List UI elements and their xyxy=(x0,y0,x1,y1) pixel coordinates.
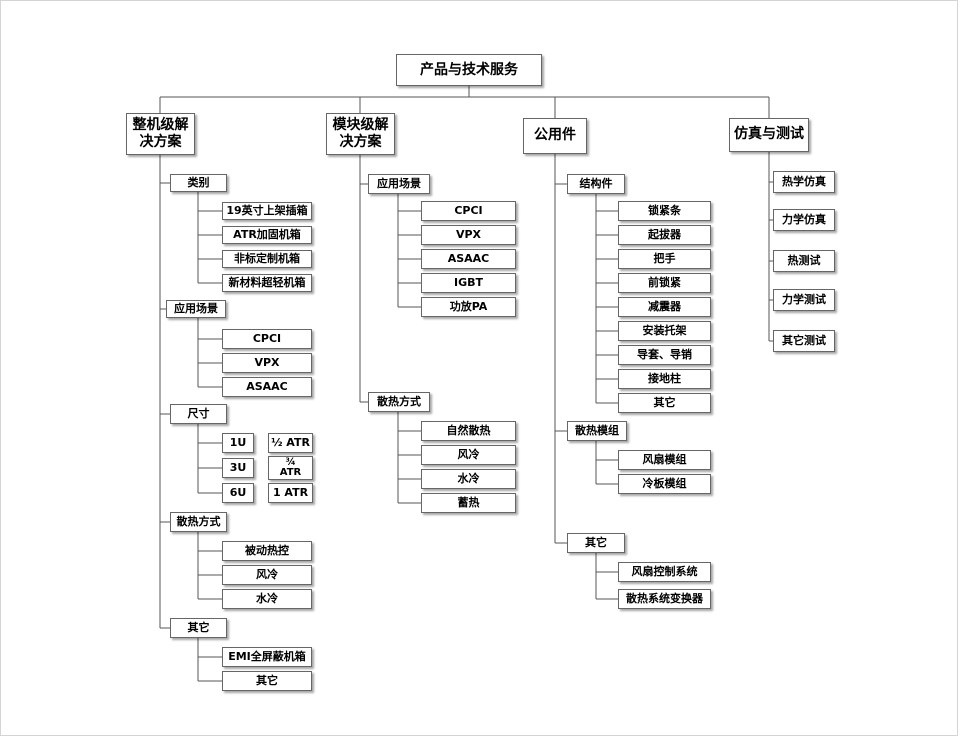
c4-item: 热学仿真 xyxy=(773,171,835,193)
c4-item: 力学仿真 xyxy=(773,209,835,231)
c3-cool-item: 风扇模组 xyxy=(618,450,711,470)
c2-app-item: IGBT xyxy=(421,273,516,293)
c1-size-header: 尺寸 xyxy=(170,404,227,424)
c2-app-item: ASAAC xyxy=(421,249,516,269)
c1-cat-item: 19英寸上架插箱 xyxy=(222,202,312,220)
c1-app-header: 应用场景 xyxy=(166,300,226,318)
c1-app-item: VPX xyxy=(222,353,312,373)
c3-struct-item: 减震器 xyxy=(618,297,711,317)
c3-other-item: 散热系统变换器 xyxy=(618,589,711,609)
c3-struct-item: 把手 xyxy=(618,249,711,269)
c1-size-u-item: 3U xyxy=(222,458,254,478)
c2-app-item: VPX xyxy=(421,225,516,245)
c1-cool-item: 水冷 xyxy=(222,589,312,609)
c3-struct-item: 其它 xyxy=(618,393,711,413)
c2-cool-item: 自然散热 xyxy=(421,421,516,441)
c2-app-item: CPCI xyxy=(421,201,516,221)
c4-item: 其它测试 xyxy=(773,330,835,352)
col3-title: 公用件 xyxy=(523,118,587,154)
c2-cool-item: 风冷 xyxy=(421,445,516,465)
c1-other-item: EMI全屏蔽机箱 xyxy=(222,647,312,667)
c3-cool-item: 冷板模组 xyxy=(618,474,711,494)
c4-item: 力学测试 xyxy=(773,289,835,311)
c1-app-item: CPCI xyxy=(222,329,312,349)
col1-title: 整机级解 决方案 xyxy=(126,113,195,155)
c3-struct-item: 安装托架 xyxy=(618,321,711,341)
c1-cool-item: 被动热控 xyxy=(222,541,312,561)
c2-cool-item: 水冷 xyxy=(421,469,516,489)
c1-size-u-item: 1U xyxy=(222,433,254,453)
c1-cat-header: 类别 xyxy=(170,174,227,192)
c1-size-atr-item: ½ ATR xyxy=(268,433,313,453)
c3-other-item: 风扇控制系统 xyxy=(618,562,711,582)
root-node: 产品与技术服务 xyxy=(396,54,542,86)
c1-cat-item: ATR加固机箱 xyxy=(222,226,312,244)
c1-size-u-item: 6U xyxy=(222,483,254,503)
c2-cool-header: 散热方式 xyxy=(368,392,430,412)
c4-item: 热测试 xyxy=(773,250,835,272)
c3-struct-item: 导套、导销 xyxy=(618,345,711,365)
c1-app-item: ASAAC xyxy=(222,377,312,397)
c3-struct-item: 前锁紧 xyxy=(618,273,711,293)
c3-struct-item: 锁紧条 xyxy=(618,201,711,221)
c3-other-header: 其它 xyxy=(567,533,625,553)
c3-struct-item: 接地柱 xyxy=(618,369,711,389)
c3-struct-item: 起拔器 xyxy=(618,225,711,245)
c1-size-atr-item: ¾ ATR xyxy=(268,456,313,480)
c1-cat-item: 新材料超轻机箱 xyxy=(222,274,312,292)
c1-cat-item: 非标定制机箱 xyxy=(222,250,312,268)
c1-size-atr-item: 1 ATR xyxy=(268,483,313,503)
c3-cool-header: 散热模组 xyxy=(567,421,627,441)
c3-struct-header: 结构件 xyxy=(567,174,625,194)
col2-title: 模块级解 决方案 xyxy=(326,113,395,155)
col4-title: 仿真与测试 xyxy=(729,118,809,152)
c1-other-header: 其它 xyxy=(170,618,227,638)
c2-app-item: 功放PA xyxy=(421,297,516,317)
c1-other-item: 其它 xyxy=(222,671,312,691)
c1-cool-item: 风冷 xyxy=(222,565,312,585)
c2-cool-item: 蓄热 xyxy=(421,493,516,513)
c2-app-header: 应用场景 xyxy=(368,174,430,194)
c1-cool-header: 散热方式 xyxy=(170,512,227,532)
